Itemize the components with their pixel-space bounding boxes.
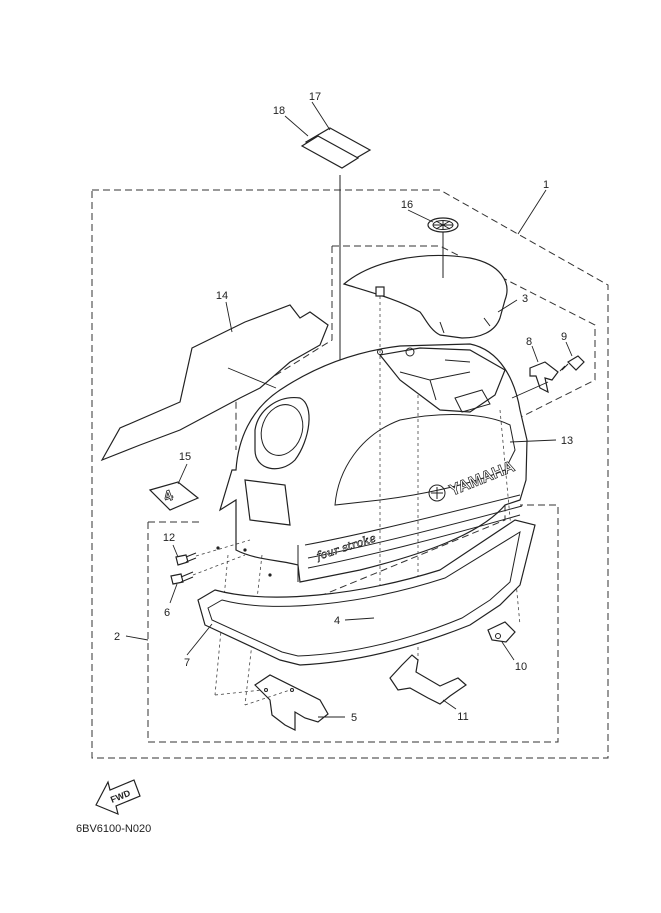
- bracket-5: [254, 674, 329, 731]
- callout-4: 4: [334, 615, 340, 627]
- damper-sheet-14: [100, 304, 329, 462]
- callout-1: 1: [543, 179, 549, 191]
- callout-8: 8: [526, 336, 532, 348]
- badge-decal-15: 4: [148, 481, 200, 511]
- label-sheet-17-18: [300, 127, 372, 169]
- screw-6: [170, 571, 194, 585]
- callout-16: 16: [401, 199, 413, 211]
- callout-5: 5: [351, 712, 357, 724]
- fwd-arrow-icon: FWD: [95, 779, 141, 816]
- diagram-code: 6BV6100-N020: [76, 823, 151, 835]
- callout-10: 10: [515, 661, 527, 673]
- callout-9: 9: [561, 331, 567, 343]
- rubber-seal-7: [197, 519, 536, 666]
- callout-12: 12: [163, 532, 175, 544]
- emblem-16: [427, 217, 459, 233]
- callout-18: 18: [273, 105, 285, 117]
- assembly-boundary-inner-left: [235, 246, 333, 450]
- callout-17: 17: [309, 91, 321, 103]
- callout-14: 14: [216, 290, 228, 302]
- callout-7: 7: [184, 657, 190, 669]
- callout-3: 3: [522, 293, 528, 305]
- bracket-8: [529, 361, 559, 394]
- screw-12: [175, 552, 197, 566]
- clip-10: [487, 621, 516, 643]
- assembly-boundary-inner: [295, 245, 596, 607]
- callout-15: 15: [179, 451, 191, 463]
- callout-6: 6: [164, 607, 170, 619]
- yamaha-logo-icon: [428, 484, 446, 502]
- leader-lines: [125, 101, 573, 718]
- callout-2: 2: [114, 631, 120, 643]
- assembly-boundary-1: [91, 189, 609, 759]
- bracket-11: [389, 654, 467, 705]
- callout-13: 13: [561, 435, 573, 447]
- bolt-9: [559, 355, 585, 372]
- assembly-boundary-2: [147, 504, 559, 743]
- top-cover-3: [342, 254, 508, 339]
- callout-11: 11: [457, 711, 468, 723]
